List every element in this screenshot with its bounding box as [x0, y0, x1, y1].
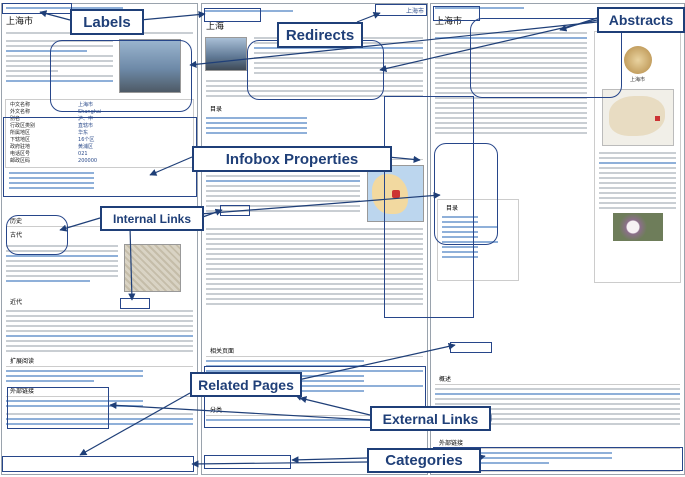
highlight-center-categories [204, 455, 291, 469]
right-wiki-page: 上海市 上海市 目录 概述 外部链接 [430, 3, 685, 475]
infobox-row: 中文名称上海市 [10, 102, 94, 108]
infobox-row: 政府驻地黄浦区 [10, 144, 94, 150]
left-section-modern: 近代 [10, 299, 23, 306]
arrow-internal-left [59, 217, 101, 232]
center-map-highlight [392, 190, 400, 198]
infobox-row: 别名沪、申 [10, 116, 94, 122]
arrow-infobox-left [149, 156, 193, 176]
right-page-title: 上海市 [431, 12, 684, 29]
infobox-row: 行政区类别直辖市 [10, 123, 94, 129]
highlight-center-redirect [375, 4, 427, 16]
arrow-related-right [297, 342, 456, 381]
right-summary-heading: 概述 [435, 373, 680, 385]
right-toc: 目录 [437, 199, 519, 281]
arrow-categories-left [191, 460, 368, 468]
highlight-right-abstract [470, 18, 622, 98]
left-page-title: 上海市 [2, 12, 197, 29]
highlight-left-internal-links [6, 215, 68, 255]
callout-related-pages: Related Pages [190, 372, 302, 397]
left-map-image [124, 244, 181, 292]
left-section-reading: 扩展阅读 [6, 355, 193, 367]
center-title-text: 上海 [206, 22, 225, 32]
right-china-map [601, 89, 674, 146]
infobox-row: 所属地区华东 [10, 130, 89, 136]
arrow-redirects [356, 12, 381, 23]
left-toc [5, 172, 194, 212]
arrow-abstracts-center [379, 19, 598, 73]
callout-infobox: Infobox Properties [192, 146, 392, 172]
right-emblem [623, 46, 652, 74]
callout-internal-links: Internal Links [100, 206, 204, 231]
highlight-right-infobox [384, 96, 474, 318]
left-section-external: 外部链接 [6, 385, 193, 397]
arrow-external-center [299, 396, 371, 416]
center-page-title: 上海 [202, 17, 427, 34]
right-flower-image [612, 213, 663, 241]
arrow-labels-left [39, 10, 71, 21]
callout-abstracts: Abstracts [597, 7, 685, 33]
center-related-heading: 相关页面 [206, 345, 423, 357]
arrow-internal-bottom [128, 226, 136, 301]
right-external-heading: 外部链接 [435, 437, 680, 449]
callout-external-links: External Links [370, 406, 491, 431]
center-map-land [372, 174, 408, 214]
callout-redirects: Redirects [277, 22, 363, 48]
left-section-ancient: 古代 [10, 232, 23, 239]
left-image [119, 39, 181, 93]
center-redirect-label: 上海市 [405, 8, 424, 15]
highlight-right-title [433, 6, 480, 21]
center-top-image [205, 37, 247, 71]
highlight-left-title [2, 3, 72, 14]
arrow-external-left [109, 401, 371, 421]
arrow-categories-center [291, 456, 368, 464]
callout-categories: Categories [367, 448, 481, 473]
highlight-left-abstract [50, 40, 192, 112]
center-map [367, 165, 424, 222]
center-toc-heading: 目录 [210, 106, 223, 113]
shanghai-marker [654, 116, 660, 121]
left-title-text: 上海市 [6, 17, 34, 27]
center-categories-heading: 分类 [206, 404, 423, 416]
highlight-center-related [204, 366, 426, 428]
arrow-internal-right [199, 191, 441, 215]
callout-labels: Labels [70, 9, 144, 35]
arrow-abstracts-left [189, 21, 598, 68]
arrow-related-left [79, 392, 191, 456]
arrow-labels-center [139, 11, 206, 21]
highlight-left-external-links [7, 387, 109, 429]
right-infobox: 上海市 [594, 31, 681, 283]
right-infobox-caption: 上海市 [629, 77, 645, 83]
right-title-text: 上海市 [435, 17, 463, 27]
right-toc-heading: 目录 [446, 205, 459, 212]
arrow-infobox-right [387, 155, 421, 163]
